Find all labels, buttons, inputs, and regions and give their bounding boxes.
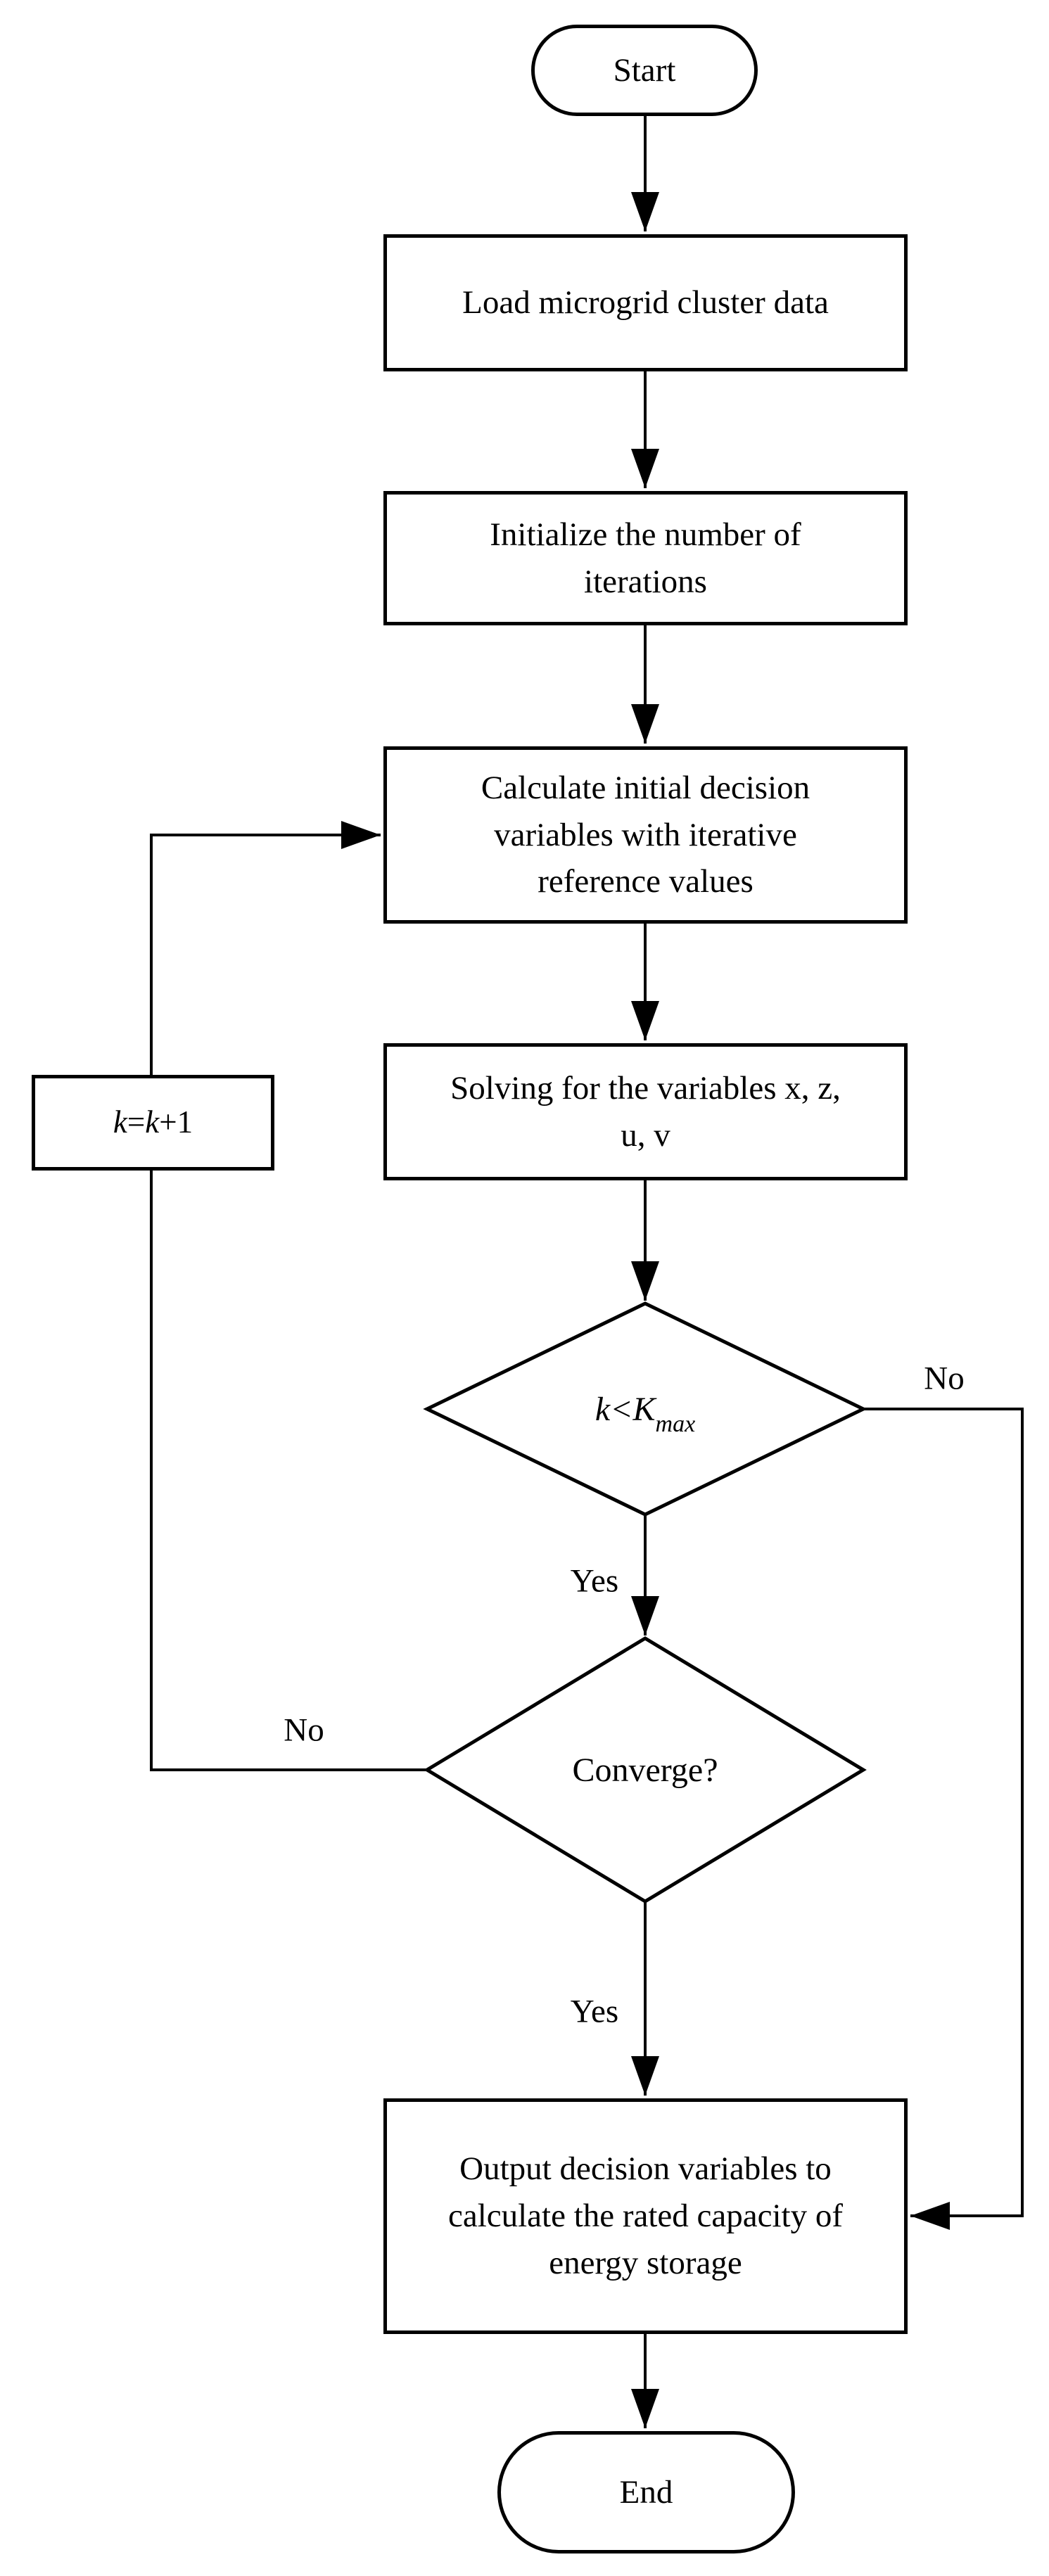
end-label: End	[619, 2473, 673, 2511]
edge-kinc-to-calc	[150, 821, 381, 1075]
kmax-yes-label: Yes	[570, 1562, 619, 1600]
init-iterations-label: Initialize the number of iterations	[490, 516, 801, 600]
converge-decision-diamond	[424, 1636, 867, 1904]
output-variables-label: Output decision variables to calculate t…	[447, 2150, 844, 2281]
kmax-decision-diamond	[423, 1301, 867, 1517]
k-increment-process: k=k+1	[32, 1075, 274, 1171]
output-variables-process: Output decision variables to calculate t…	[383, 2098, 908, 2334]
load-data-process: Load microgrid cluster data	[383, 234, 908, 371]
end-terminator: End	[497, 2431, 795, 2553]
calc-decision-variables-process: Calculate initial decision variables wit…	[383, 746, 908, 924]
converge-no-label: No	[284, 1711, 324, 1749]
edge-converge-no-to-kinc	[150, 1171, 427, 1771]
kmax-decision-label: k<Kmax	[434, 1339, 856, 1479]
converge-decision-label: Converge?	[572, 1751, 718, 1789]
start-terminator: Start	[531, 25, 758, 116]
start-label: Start	[613, 51, 676, 89]
kmax-no-label: No	[924, 1360, 965, 1397]
calc-decision-variables-label: Calculate initial decision variables wit…	[481, 769, 810, 900]
k-increment-label: k=k+1	[113, 1104, 193, 1140]
init-iterations-process: Initialize the number of iterations	[383, 491, 908, 625]
converge-yes-label: Yes	[570, 1993, 619, 2030]
edge-kmax-no-to-output	[863, 1408, 1024, 2230]
kmax-expression: k<Kmax	[595, 1390, 696, 1438]
solve-variables-label: Solving for the variables x, z, u, v	[450, 1069, 841, 1154]
load-data-label: Load microgrid cluster data	[462, 284, 829, 321]
solve-variables-process: Solving for the variables x, z, u, v	[383, 1043, 908, 1180]
